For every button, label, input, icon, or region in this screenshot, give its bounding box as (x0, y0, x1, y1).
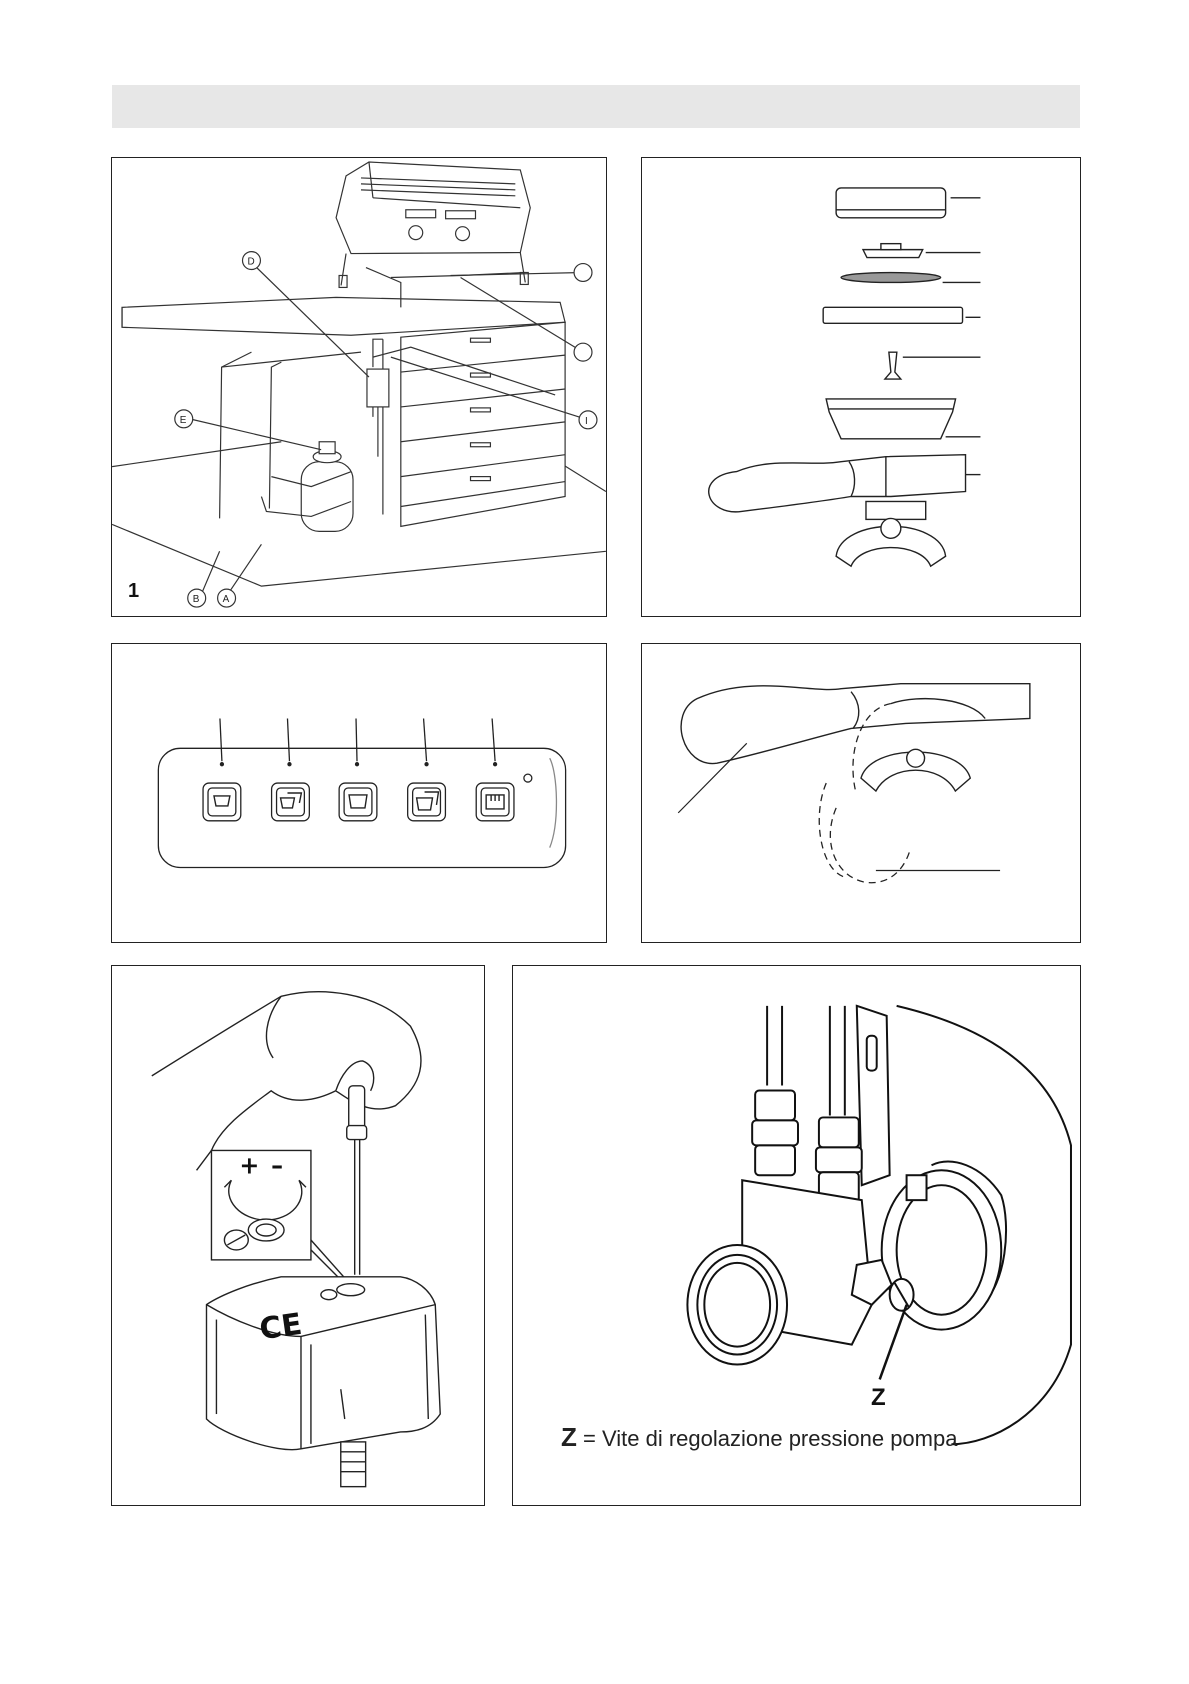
figure-pressure-switch: + – CE (111, 965, 485, 1506)
callout-e: E (180, 415, 187, 426)
callout-i: I (585, 416, 588, 427)
callout-d: D (247, 257, 254, 268)
pressure-switch-drawing: + – CE (112, 966, 484, 1505)
figure-number: 1 (128, 580, 139, 603)
z-label: Z (871, 1384, 886, 1412)
caption-text: = Vite di regolazione pressione pompa (583, 1426, 957, 1451)
ce-mark: CE (257, 1307, 304, 1348)
keypad-drawing (112, 644, 606, 942)
figure-portafilter-exploded (641, 157, 1081, 617)
figure-pump-adjustment: Z Z = Vite di regolazione pressione pomp… (512, 965, 1081, 1506)
caption-key: Z (561, 1422, 577, 1452)
portafilter-insert-drawing (642, 644, 1080, 942)
installation-drawing: D E I B A (112, 158, 606, 616)
minus-symbol: – (271, 1151, 283, 1179)
callout-b: B (193, 594, 200, 605)
plus-symbol: + (239, 1151, 259, 1179)
header-bar (112, 85, 1080, 128)
portafilter-exploded-drawing (642, 158, 1080, 616)
figure-keypad (111, 643, 607, 943)
figure-caption: Z = Vite di regolazione pressione pompa (561, 1422, 957, 1453)
figure-portafilter-insert (641, 643, 1081, 943)
callout-a: A (223, 594, 230, 605)
figure-installation: D E I B A 1 (111, 157, 607, 617)
